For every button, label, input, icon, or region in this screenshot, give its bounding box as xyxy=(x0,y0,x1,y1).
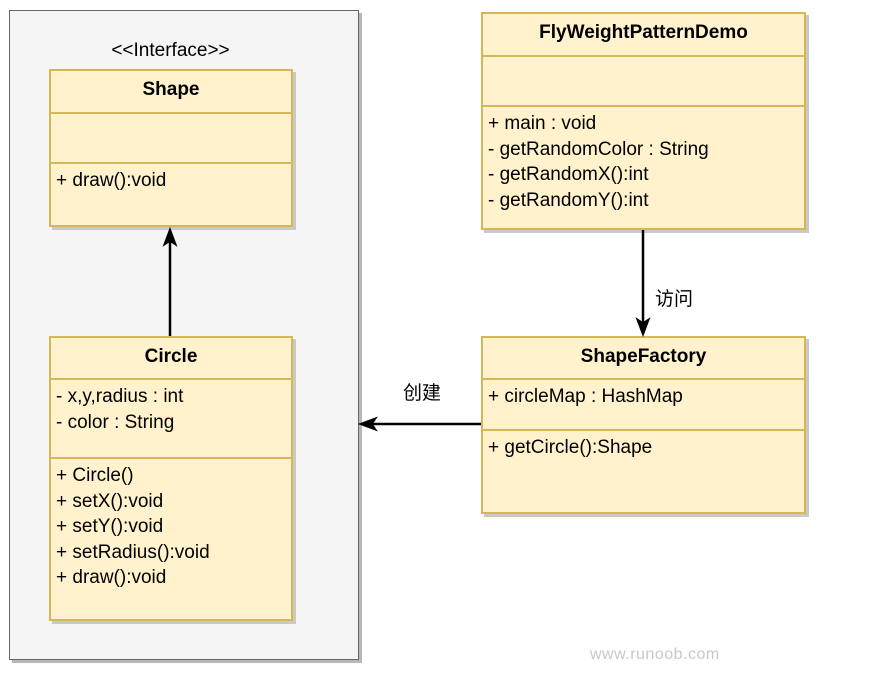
method-line: + main : void xyxy=(488,113,597,134)
method-line: - getRandomX():int xyxy=(488,164,649,185)
class-flyweight-pattern-demo[interactable]: FlyWeightPatternDemo + main : void - get… xyxy=(481,12,806,230)
method-line: + draw():void xyxy=(56,567,167,588)
method-line: + getCircle():Shape xyxy=(488,437,653,458)
arrowhead-down-icon xyxy=(635,317,651,338)
attribute-line: + circleMap : HashMap xyxy=(488,386,683,407)
methods-section: + draw():void xyxy=(51,164,291,194)
methods-section: + Circle() + setX():void + setY():void +… xyxy=(51,459,291,591)
class-circle[interactable]: Circle - x,y,radius : int - color : Stri… xyxy=(49,336,293,621)
class-title: Circle xyxy=(51,338,291,380)
arrowhead-up-icon xyxy=(162,226,178,247)
methods-section: + getCircle():Shape xyxy=(483,431,804,461)
class-shape-factory[interactable]: ShapeFactory + circleMap : HashMap + get… xyxy=(481,336,806,514)
interface-stereotype-label: <<Interface>> xyxy=(111,40,230,61)
class-title: FlyWeightPatternDemo xyxy=(483,14,804,57)
edge-label-create: 创建 xyxy=(403,382,442,404)
attributes-section xyxy=(51,114,291,164)
method-line: + setY():void xyxy=(56,516,164,537)
watermark-text: www.runoob.com xyxy=(590,646,720,663)
attribute-line: - x,y,radius : int xyxy=(56,386,184,407)
attributes-section xyxy=(483,57,804,107)
method-line: - getRandomColor : String xyxy=(488,138,709,160)
class-title: ShapeFactory xyxy=(483,338,804,380)
methods-section: + main : void - getRandomColor : String … xyxy=(483,107,804,213)
class-title: Shape xyxy=(51,71,291,114)
edge-label-access: 访问 xyxy=(655,288,694,310)
method-line: + setX():void xyxy=(56,490,164,512)
method-line: - getRandomY():int xyxy=(488,189,649,211)
class-shape[interactable]: Shape + draw():void xyxy=(49,69,293,227)
attributes-section: + circleMap : HashMap xyxy=(483,380,804,431)
method-line: + Circle() xyxy=(56,465,134,486)
attributes-section: - x,y,radius : int - color : String xyxy=(51,380,291,459)
arrowhead-left-icon xyxy=(357,416,378,432)
method-line: + draw():void xyxy=(56,170,167,191)
attribute-line: - color : String xyxy=(56,411,175,433)
method-line: + setRadius():void xyxy=(56,541,210,563)
